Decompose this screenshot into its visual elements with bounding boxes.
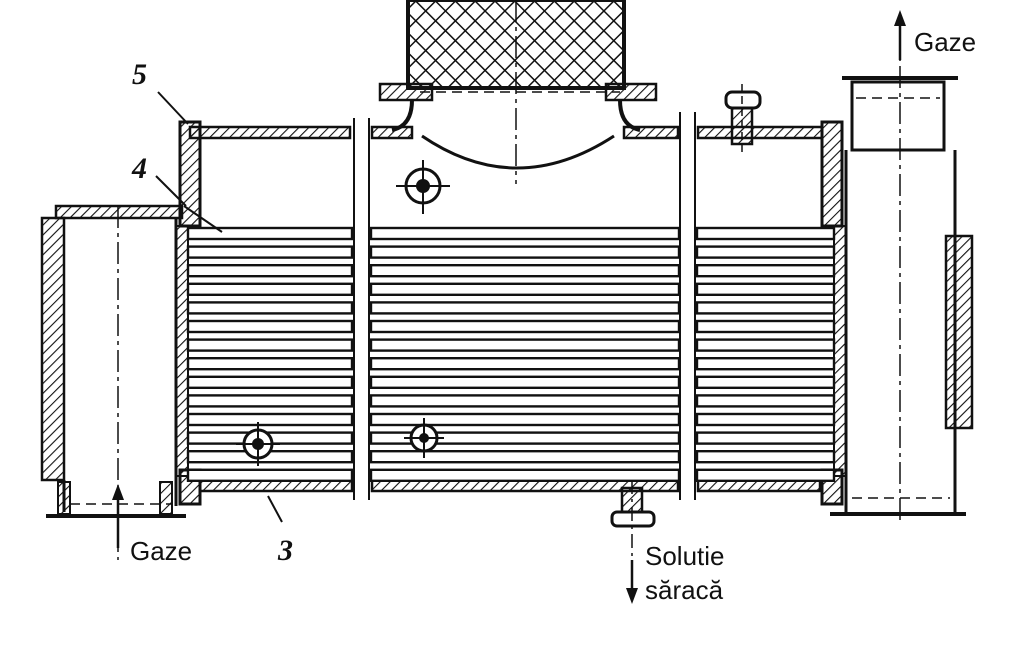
tube <box>186 357 354 371</box>
drain-outlet <box>610 480 656 600</box>
tube <box>695 431 836 445</box>
gas-out-arrow-icon <box>894 10 906 26</box>
vent-valve <box>724 84 762 152</box>
top-mesh-filter <box>406 0 626 184</box>
tube <box>186 338 354 352</box>
tube <box>369 301 681 315</box>
break-lines <box>353 112 696 500</box>
shell-top-wall <box>188 125 824 140</box>
left-gas-chamber <box>40 204 186 560</box>
tube <box>369 282 681 296</box>
part-number-5: 5 <box>132 58 147 91</box>
tube <box>695 301 836 315</box>
inspection-port-middle <box>404 418 444 458</box>
tube <box>369 357 681 371</box>
top-flange <box>378 82 658 170</box>
tube <box>695 375 836 389</box>
tube <box>186 301 354 315</box>
solution-out-arrow-icon <box>626 588 638 604</box>
tube <box>695 226 836 241</box>
solution-label-line2: săracă <box>645 575 724 605</box>
tube <box>186 226 354 241</box>
tube <box>695 245 836 259</box>
tube-bundle <box>186 226 836 482</box>
inspection-port-top <box>396 160 450 214</box>
tube <box>369 375 681 389</box>
tube <box>186 319 354 334</box>
tube <box>369 264 681 278</box>
gas-in-arrow-icon <box>112 484 124 500</box>
tube <box>369 245 681 259</box>
tube <box>695 412 836 427</box>
tube <box>369 468 681 482</box>
tube <box>695 394 836 408</box>
tube <box>186 375 354 389</box>
tube <box>695 357 836 371</box>
part-number-4: 4 <box>132 152 147 185</box>
tube <box>695 450 836 464</box>
tube <box>369 226 681 241</box>
gas-outlet-label: Gaze <box>914 27 977 57</box>
tube <box>186 412 354 427</box>
tube <box>369 412 681 427</box>
tube <box>186 394 354 408</box>
part-number-3: 3 <box>278 534 293 567</box>
tube <box>186 245 354 259</box>
gas-inlet-label: Gaze <box>130 536 193 566</box>
right-gas-chamber <box>830 30 974 520</box>
tube <box>369 338 681 352</box>
tube <box>186 468 354 482</box>
tube <box>369 394 681 408</box>
tube <box>186 264 354 278</box>
inspection-port-left <box>236 422 280 466</box>
tube <box>369 450 681 464</box>
tube <box>695 338 836 352</box>
tube <box>695 468 836 482</box>
tube <box>695 264 836 278</box>
tube <box>186 282 354 296</box>
tube <box>695 319 836 334</box>
solution-label-line1: Solutie <box>645 541 725 571</box>
tube <box>369 319 681 334</box>
tube <box>695 282 836 296</box>
flow-arrows <box>112 10 906 604</box>
leader-lines <box>155 91 283 523</box>
